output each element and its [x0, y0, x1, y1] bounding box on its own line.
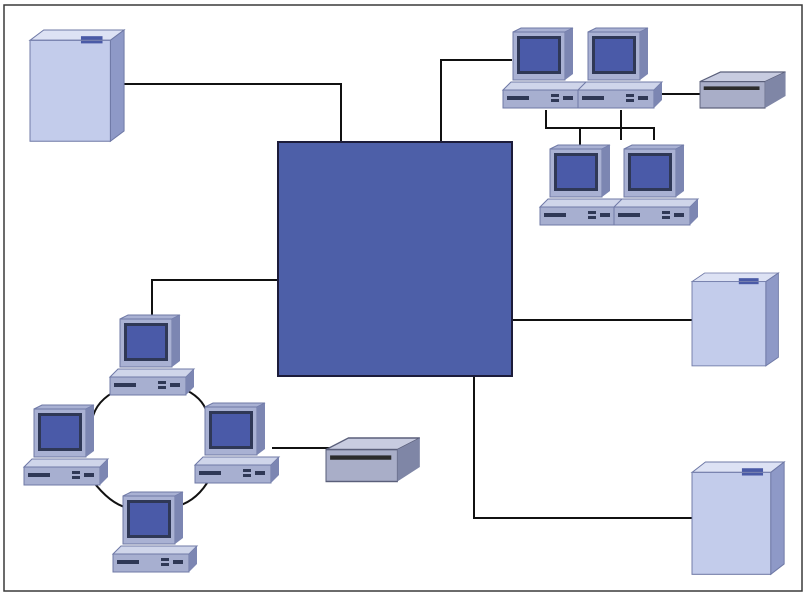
workstation-icon — [578, 28, 662, 108]
printer-icon — [326, 438, 420, 482]
server-icon — [692, 462, 784, 574]
workstation-icon — [195, 403, 279, 483]
workstation-icon — [24, 405, 108, 485]
server-icon — [30, 30, 124, 141]
workstation-icon — [614, 145, 698, 225]
printer-icon — [700, 72, 786, 108]
link-cluster-internal — [546, 110, 654, 140]
workstation-icon — [540, 145, 624, 225]
link-server-topleft — [122, 84, 341, 142]
workstation-icon — [110, 315, 194, 395]
link-cluster-top — [441, 60, 512, 142]
central-computer-icon — [278, 142, 512, 376]
workstation-icon — [503, 28, 587, 108]
server-icon — [692, 273, 778, 366]
link-server-right-bottom — [474, 376, 700, 518]
